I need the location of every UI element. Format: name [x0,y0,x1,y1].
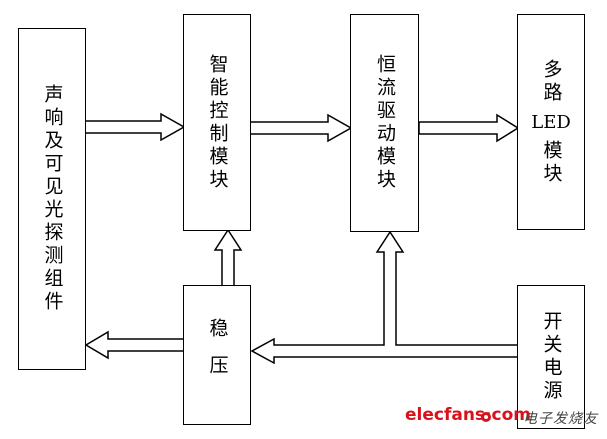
node-led-label-mid: LED [531,111,571,133]
node-led-label-bot: 模块 [540,139,563,186]
node-control-label: 智能控制模块 [206,53,229,192]
watermark: elecfans·com 电子发烧友 [405,400,605,434]
watermark-cn: 电子发烧友 [523,411,598,427]
node-led: 多路 LED 模块 [517,14,585,230]
node-led-label: 多路 LED 模块 [531,59,571,186]
node-driver-label: 恒流驱动模块 [374,54,396,192]
arrow-driver-to-led [418,113,520,143]
watermark-site: elecfans·com [405,405,531,425]
node-power: 开关电源 [517,285,585,429]
arrow-power-to-regulator-and-driver [250,230,519,365]
node-power-label: 开关电源 [540,311,563,403]
node-regulator: 稳压 [183,285,251,425]
arrow-detector-to-control [84,112,186,142]
node-detector-label: 声响及可见光探测组件 [41,84,64,314]
arrow-control-to-driver [249,113,353,143]
watermark-logo-icon [481,412,491,422]
arrow-regulator-to-detector [84,330,185,360]
node-led-label-top: 多路 [540,58,563,105]
node-detector: 声响及可见光探测组件 [18,28,86,370]
node-regulator-label: 稳压 [206,318,229,392]
node-control: 智能控制模块 [183,14,251,231]
node-driver: 恒流驱动模块 [350,14,419,232]
arrow-regulator-to-control [213,228,243,287]
